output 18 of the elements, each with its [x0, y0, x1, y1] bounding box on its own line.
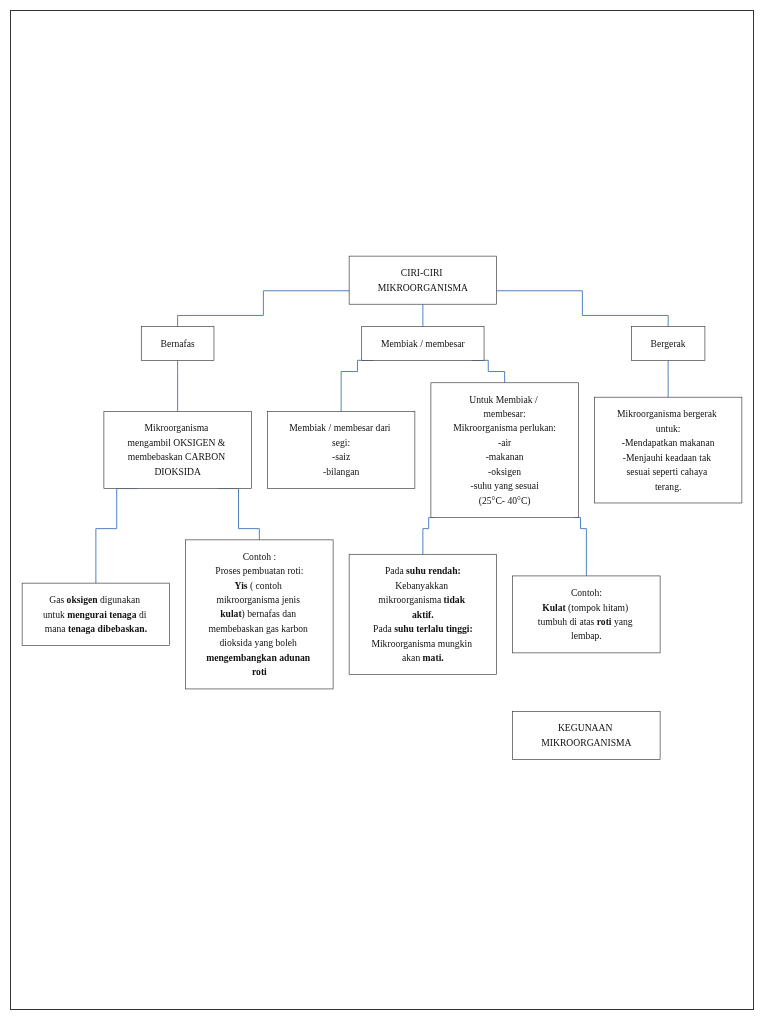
node-box: Mikroorganisma mengambil OKSIGEN & membebaskan CARBON DIOKSIDA	[103, 411, 252, 490]
connector	[422, 303, 424, 328]
node-box: Contoh : Proses pembuatan roti: Yis ( contoh mikroorganisma jenis kulat) bernafas dan membebaskan gas karbon dioksida yang boleh mengembangkan adunan roti	[185, 539, 334, 690]
node-box: Untuk Membiak / membesar: Mikroorganisma perlukan: -air -makanan -oksigen -suhu yang sesuai (25°C- 40°C)	[430, 382, 579, 518]
node-box: Mikroorganisma bergerak untuk: -Mendapatkan makanan -Menjauhi keadaan tak sesuai seperti cahaya terang.	[594, 397, 743, 504]
node-box: Contoh: Kulat (tompok hitam) tumbuh di atas roti yang lembap.	[512, 575, 661, 654]
connector	[177, 290, 350, 328]
node-box: Bernafas	[140, 326, 215, 361]
node-box: KEGUNAAN MIKROORGANISMA	[512, 711, 661, 760]
node-box: Bergerak	[631, 326, 706, 361]
node-box: Membiak / membesar dari segi: -saiz -bilangan	[267, 411, 416, 490]
node-box: Membiak / membesar	[361, 326, 485, 361]
connector	[177, 360, 179, 413]
node-box: Gas oksigen digunakan untuk mengurai tenaga di mana tenaga dibebaskan.	[21, 583, 170, 647]
node-box: CIRI-CIRI MIKROORGANISMA	[348, 256, 497, 305]
connector	[496, 290, 669, 328]
connector	[667, 360, 669, 398]
node-box: Pada suhu rendah: Kebanyakkan mikroorganisma tidak aktif. Pada suhu terlalu tinggi: Mikroorganisma mungkin akan mati.	[348, 554, 497, 676]
